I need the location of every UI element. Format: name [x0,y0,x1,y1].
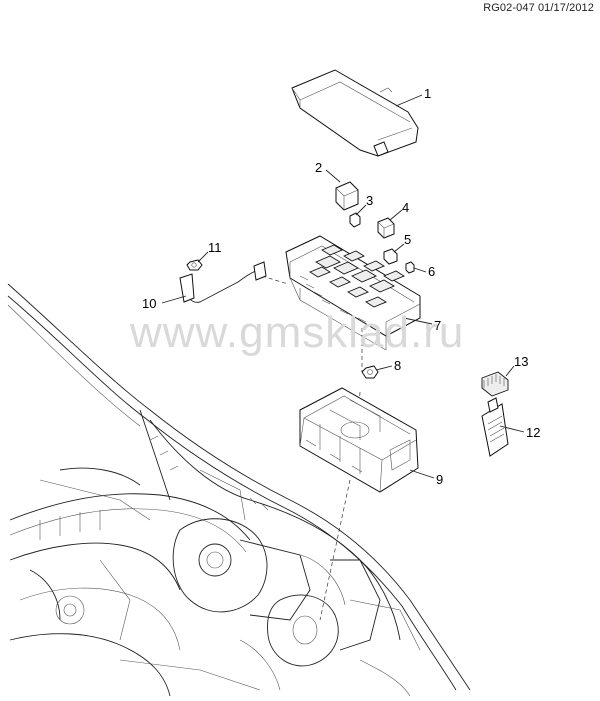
callout-12: 12 [526,425,540,440]
nut-11 [186,259,203,271]
vehicle-body-outline [7,283,471,697]
wiring-harness-cable [179,261,267,303]
fuse-block [285,235,421,351]
callout-8: 8 [394,358,401,373]
relay-large [335,181,359,211]
fuse-small-3 [349,212,361,228]
callout-1: 1 [424,86,431,101]
label-bracket [481,397,509,457]
relay-5 [383,248,398,265]
watermark: www.gmsklad.ru [130,308,465,357]
callout-5: 5 [404,232,411,247]
callout-6: 6 [428,264,435,279]
leader-lines [161,94,525,479]
callout-3: 3 [366,193,373,208]
callout-7: 7 [434,318,441,333]
callout-4: 4 [402,200,409,215]
fuse-block-bracket [299,387,419,493]
relay-4 [377,217,395,239]
callout-13: 13 [514,354,528,369]
callout-labels: 1 2 3 4 5 6 7 8 9 10 11 12 13 [142,86,540,487]
callout-11: 11 [208,240,222,255]
nut-8 [361,365,379,379]
callout-9: 9 [436,472,443,487]
callout-2: 2 [315,160,322,175]
fuse-small-6 [405,261,415,274]
diagram-code-date: RG02-047 01/17/2012 [483,2,594,14]
callout-10: 10 [142,296,156,311]
alignment-dash-harness [261,275,289,285]
connector-13 [481,371,509,397]
fuse-block-cover [291,69,419,157]
